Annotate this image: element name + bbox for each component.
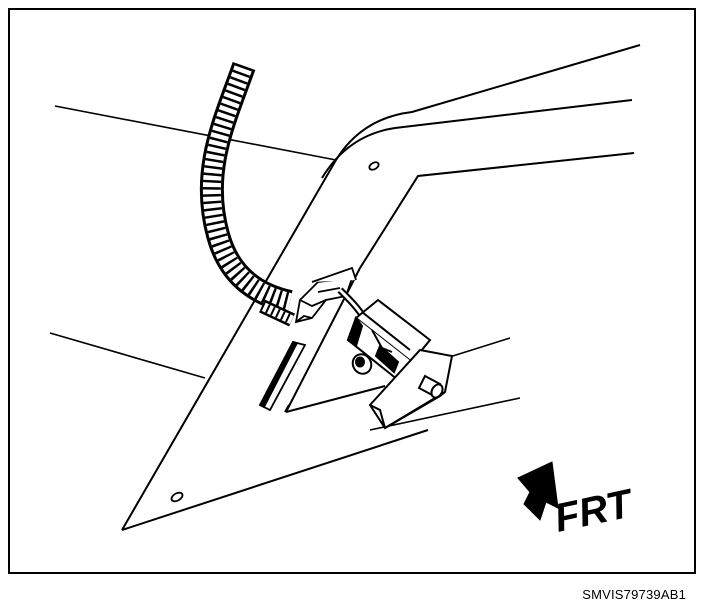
mounting-holes xyxy=(170,161,380,503)
panel-slot xyxy=(258,340,307,412)
wiring-harness xyxy=(199,62,295,327)
diagram-border xyxy=(8,8,696,574)
background-lines xyxy=(49,105,521,431)
figure-caption: SMVIS79739AB1 xyxy=(582,587,686,602)
mounting-panel xyxy=(121,44,641,531)
harness-connector xyxy=(294,266,357,324)
direction-label: FRT xyxy=(551,481,639,541)
front-arrow-icon xyxy=(517,461,559,521)
lamp-socket-assembly xyxy=(337,287,454,430)
direction-indicator: FRT xyxy=(517,461,639,541)
